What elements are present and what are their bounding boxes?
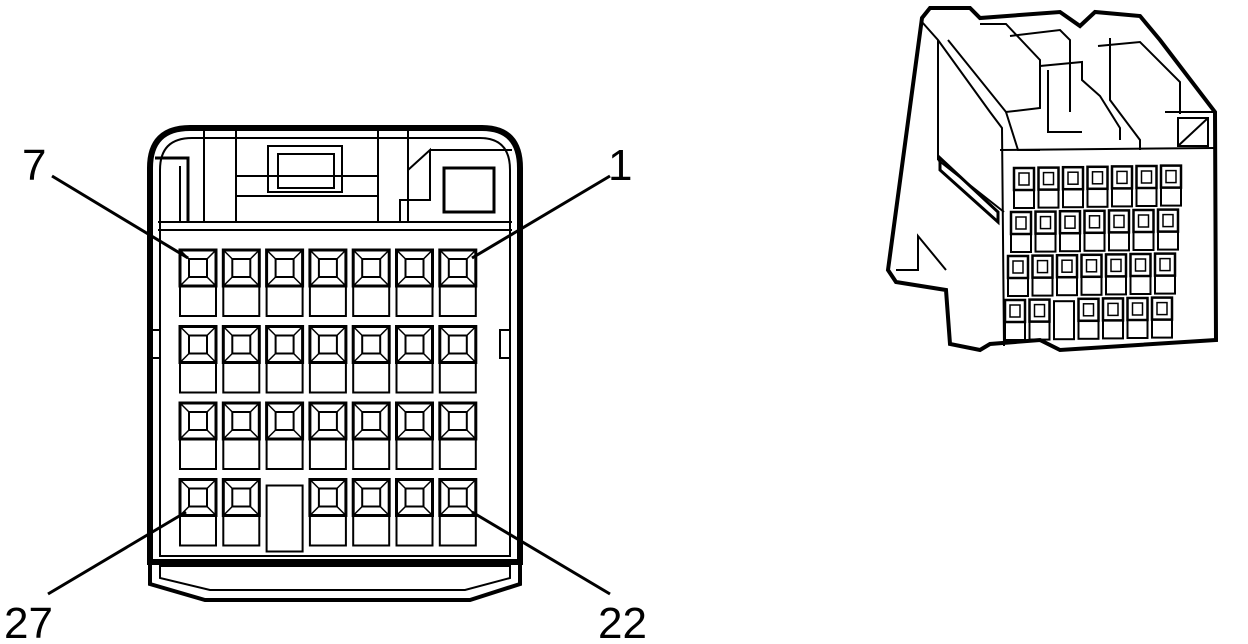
terminal-cavity: [438, 325, 478, 394]
iso-terminal-cavity: [1034, 210, 1057, 253]
bottom-lip: [148, 556, 522, 602]
iso-terminal-cavity: [1104, 253, 1128, 296]
leader-line-7: [51, 174, 189, 260]
iso-terminal-cavity: [1132, 208, 1155, 251]
iso-terminal-cavity: [1003, 298, 1027, 341]
leader-line-27: [47, 510, 187, 596]
iso-terminal-cavity: [1083, 209, 1106, 252]
terminal-cavity: [221, 478, 261, 547]
iso-body-outline: [885, 6, 1219, 353]
side-key-right: [499, 329, 511, 359]
terminal-cavity: [351, 478, 391, 547]
iso-terminal-cavity: [1135, 164, 1158, 207]
iso-terminal-cavity: [1012, 166, 1036, 209]
iso-terminal-cavity: [1086, 165, 1109, 208]
iso-terminal-cavity: [1107, 209, 1131, 252]
iso-terminal-cavity: [1031, 254, 1054, 297]
terminal-cavity: [438, 478, 478, 547]
terminal-cavity: [221, 401, 261, 470]
terminal-cavity: [438, 401, 478, 470]
terminal-cavity: [221, 325, 261, 394]
iso-terminal-cavity: [1129, 252, 1152, 295]
cavity-grid: [178, 248, 478, 553]
terminal-cavity: [265, 325, 305, 394]
iso-blank-cavity: [1053, 300, 1075, 341]
terminal-cavity: [265, 248, 305, 317]
iso-cavity-grid: [1003, 164, 1183, 341]
terminal-cavity: [438, 248, 478, 317]
iso-terminal-cavity: [1150, 296, 1174, 339]
terminal-cavity: [178, 478, 218, 547]
iso-terminal-cavity: [1153, 252, 1177, 295]
key-window: [442, 166, 496, 214]
terminal-cavity: [351, 325, 391, 394]
latch: [155, 130, 512, 231]
terminal-cavity: [221, 248, 261, 317]
terminal-cavity: [395, 478, 434, 547]
iso-terminal-cavity: [1101, 297, 1125, 340]
leader-line-1: [471, 174, 611, 260]
iso-terminal-cavity: [1006, 254, 1030, 297]
iso-terminal-cavity: [1110, 165, 1134, 208]
iso-terminal-cavity: [1126, 296, 1149, 339]
iso-terminal-cavity: [1159, 164, 1183, 207]
iso-terminal-cavity: [1009, 210, 1033, 253]
iso-terminal-cavity: [1058, 209, 1082, 253]
pin-label-7: 7: [22, 141, 46, 190]
iso-key-window: [1177, 117, 1209, 147]
iso-terminal-cavity: [1077, 297, 1100, 340]
side-key-left: [149, 329, 161, 359]
iso-terminal-cavity: [1156, 208, 1180, 251]
terminal-cavity: [265, 401, 305, 470]
terminal-cavity: [395, 401, 434, 470]
leader-line-22: [471, 510, 611, 596]
blank-cavity: [265, 484, 304, 553]
terminal-cavity: [178, 248, 218, 317]
connector-isometric-view: [885, 6, 1219, 353]
iso-terminal-cavity: [1080, 253, 1103, 296]
housing-outline: [147, 125, 523, 565]
terminal-cavity: [308, 325, 348, 394]
terminal-cavity: [308, 248, 348, 317]
terminal-cavity: [351, 401, 391, 470]
pin-label-22: 22: [598, 599, 647, 644]
pin-label-1: 1: [608, 141, 632, 190]
connector-front-view: 7 1 27 22: [4, 125, 647, 644]
iso-terminal-cavity: [1028, 298, 1051, 341]
terminal-cavity: [351, 248, 391, 317]
iso-terminal-cavity: [1055, 253, 1079, 297]
iso-terminal-cavity: [1037, 166, 1060, 209]
terminal-cavity: [395, 325, 434, 394]
iso-terminal-cavity: [1061, 165, 1085, 209]
terminal-cavity: [308, 478, 348, 547]
terminal-cavity: [178, 401, 218, 470]
terminal-cavity: [395, 248, 434, 317]
pin-label-27: 27: [4, 599, 53, 644]
terminal-cavity: [178, 325, 218, 394]
terminal-cavity: [308, 401, 348, 470]
